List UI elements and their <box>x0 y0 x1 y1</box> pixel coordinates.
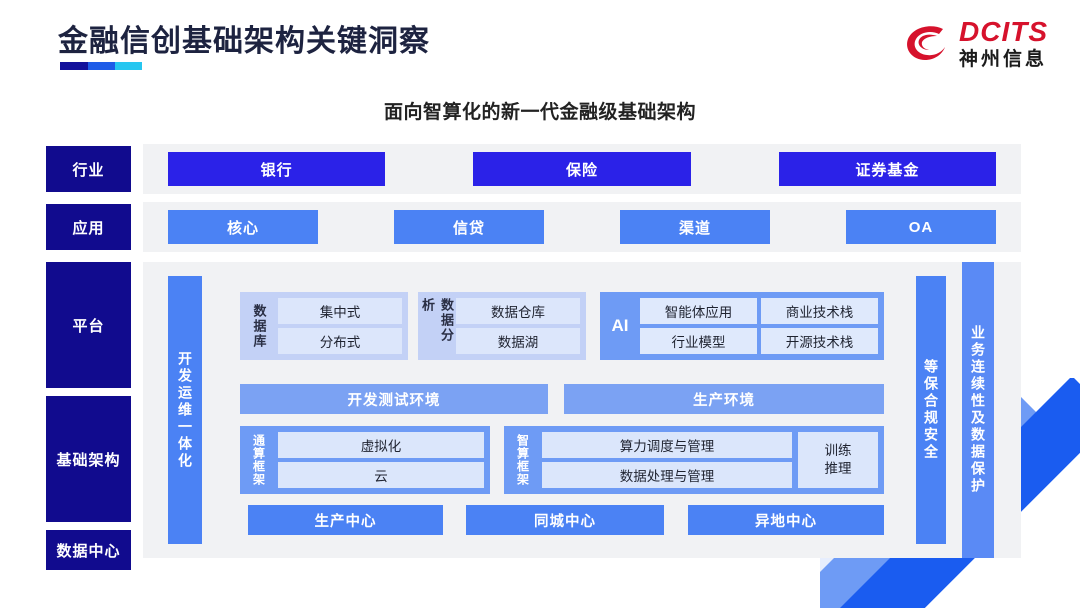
environment-dev-test[interactable]: 开发测试环境 <box>240 384 548 414</box>
training-label: 训练 <box>824 442 852 458</box>
group-database: 数据库 集中式 分布式 <box>240 292 408 360</box>
logo-text-en: DCITS <box>959 16 1048 47</box>
inference-label: 推理 <box>824 461 852 476</box>
ai-item-open-source-stack[interactable]: 开源技术栈 <box>761 328 878 354</box>
industry-chip-insurance[interactable]: 保险 <box>473 152 691 186</box>
row-label-application: 应用 <box>46 204 131 250</box>
page-subtitle: 面向智算化的新一代金融级基础架构 <box>383 102 696 123</box>
group-general-compute-framework-label: 通算框架 <box>251 434 266 486</box>
application-chip-core[interactable]: 核心 <box>168 210 318 244</box>
datacenter-metro[interactable]: 同城中心 <box>466 505 664 535</box>
datacenter-production[interactable]: 生产中心 <box>248 505 443 535</box>
ai-item-agent-application[interactable]: 智能体应用 <box>640 298 757 324</box>
row-label-datacenter: 数据中心 <box>46 530 131 570</box>
data-analysis-item-lake[interactable]: 数据湖 <box>456 328 580 354</box>
brand-logo: DCITS 神州信息 <box>901 18 1048 69</box>
compliance-security-vertical-bar: 等保合规安全 <box>916 276 946 544</box>
intelligent-framework-training-inference[interactable]: 训练 推理 <box>798 432 878 488</box>
industry-chip-securities-fund[interactable]: 证券基金 <box>778 152 996 186</box>
row-label-industry: 行业 <box>46 146 131 192</box>
ai-item-commercial-stack[interactable]: 商业技术栈 <box>761 298 878 324</box>
group-intelligent-compute-framework: 智算框架 算力调度与管理 数据处理与管理 训练 推理 <box>504 426 884 494</box>
logo-text-cn: 神州信息 <box>959 49 1048 70</box>
application-row-panel: 核心 信贷 渠道 OA <box>143 202 1021 252</box>
rule-segment-navy <box>60 62 88 70</box>
page-title: 金融信创基础架构关键洞察 <box>58 25 430 58</box>
environment-production[interactable]: 生产环境 <box>564 384 884 414</box>
database-item-centralized[interactable]: 集中式 <box>278 298 402 324</box>
application-chip-credit[interactable]: 信贷 <box>394 210 544 244</box>
group-general-compute-framework: 通算框架 虚拟化 云 <box>240 426 490 494</box>
general-framework-item-virtualization[interactable]: 虚拟化 <box>278 432 484 458</box>
intelligent-framework-item-data-processing[interactable]: 数据处理与管理 <box>542 462 792 488</box>
intelligent-framework-item-compute-scheduling[interactable]: 算力调度与管理 <box>542 432 792 458</box>
application-chip-oa[interactable]: OA <box>846 210 996 244</box>
row-label-platform: 平台 <box>46 262 131 388</box>
industry-chip-bank[interactable]: 银行 <box>168 152 386 186</box>
industry-row-panel: 银行 保险 证券基金 <box>143 144 1021 194</box>
business-continuity-vertical-bar: 业务连续性及数据保护 <box>962 262 994 558</box>
general-framework-item-cloud[interactable]: 云 <box>278 462 484 488</box>
group-ai: AI 智能体应用 商业技术栈 行业模型 开源技术栈 <box>600 292 884 360</box>
group-intelligent-compute-framework-label: 智算框架 <box>515 434 530 486</box>
ai-item-industry-model[interactable]: 行业模型 <box>640 328 757 354</box>
datacenter-remote[interactable]: 异地中心 <box>688 505 884 535</box>
group-data-analysis-label: 数据分析 <box>420 298 454 343</box>
application-chip-channel[interactable]: 渠道 <box>620 210 770 244</box>
data-analysis-item-warehouse[interactable]: 数据仓库 <box>456 298 580 324</box>
dcits-swirl-icon <box>901 19 951 69</box>
row-label-infrastructure: 基础架构 <box>46 396 131 522</box>
title-underline-rule <box>60 62 142 70</box>
database-item-distributed[interactable]: 分布式 <box>278 328 402 354</box>
group-database-label: 数据库 <box>251 303 267 349</box>
group-ai-label: AI <box>611 316 629 335</box>
rule-segment-blue <box>87 62 115 70</box>
devops-vertical-bar: 开发运维一体化 <box>168 276 202 544</box>
rule-segment-cyan <box>114 62 142 70</box>
group-data-analysis: 数据分析 数据仓库 数据湖 <box>418 292 586 360</box>
